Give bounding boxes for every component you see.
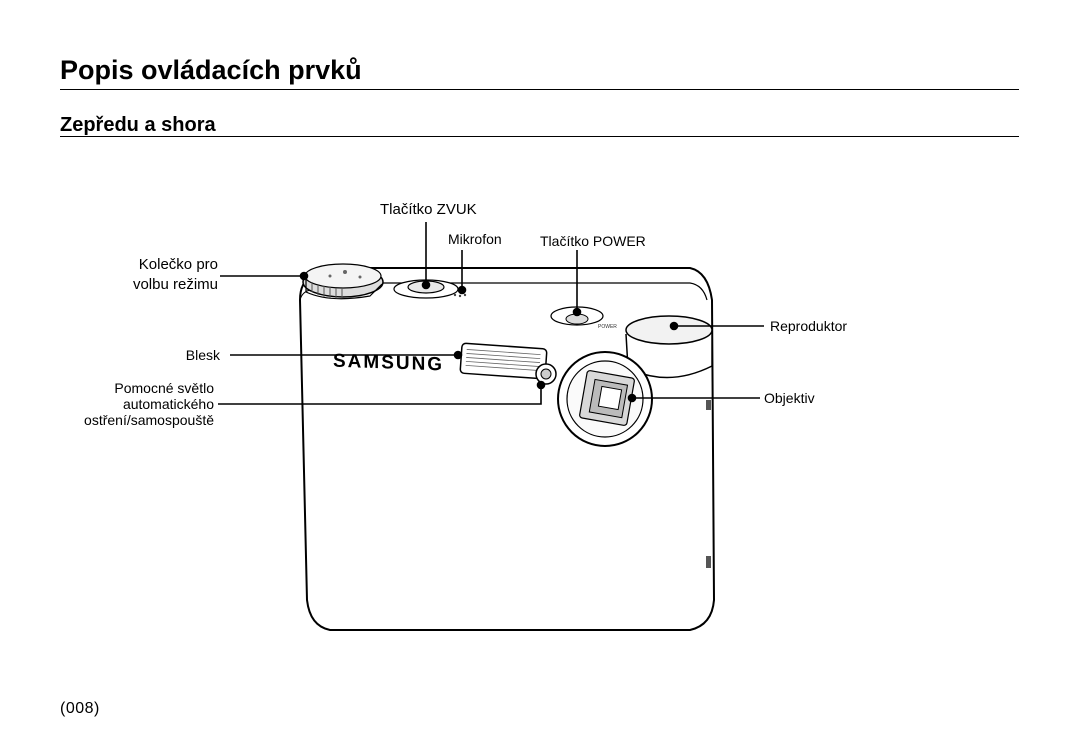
svg-text:POWER: POWER — [598, 324, 617, 330]
section-rule — [60, 136, 1019, 137]
label-mode-dial-line1: Kolečko pro — [138, 256, 218, 273]
af-lamp-leader — [218, 385, 542, 405]
label-af-lamp-line3: ostření/samospouště — [84, 412, 214, 428]
page-number-bracket-right: ) — [94, 700, 100, 717]
label-microphone: Mikrofon — [448, 231, 502, 247]
af-lamp-shape — [535, 363, 557, 385]
label-af-lamp-line1: Pomocné světlo — [114, 380, 214, 396]
label-speaker: Reproduktor — [770, 318, 848, 334]
page-number: (008) — [60, 700, 100, 718]
label-af-lamp-line2: automatického — [122, 396, 214, 412]
label-sound-button: Tlačítko ZVUK — [380, 201, 477, 218]
flash-shape — [459, 342, 548, 380]
label-mode-dial: Kolečko pro volbu režimu — [90, 255, 218, 295]
section-title: Zepředu a shora — [60, 114, 216, 136]
microphone-holes — [453, 293, 467, 298]
lens-shape — [557, 351, 653, 447]
title-rule — [60, 89, 1019, 90]
label-mode-dial-line2: volbu režimu — [132, 276, 218, 293]
label-lens: Objektiv — [764, 390, 815, 406]
page-number-bracket-left: ( — [60, 700, 66, 717]
page-title: Popis ovládacích prvků — [60, 55, 362, 85]
label-power-button: Tlačítko POWER — [540, 233, 646, 249]
page-number-value: 008 — [65, 700, 95, 717]
label-flash: Blesk — [185, 347, 220, 363]
label-af-lamp: Pomocné světlo automatického ostření/sam… — [50, 380, 214, 428]
speaker-shape — [625, 315, 713, 379]
